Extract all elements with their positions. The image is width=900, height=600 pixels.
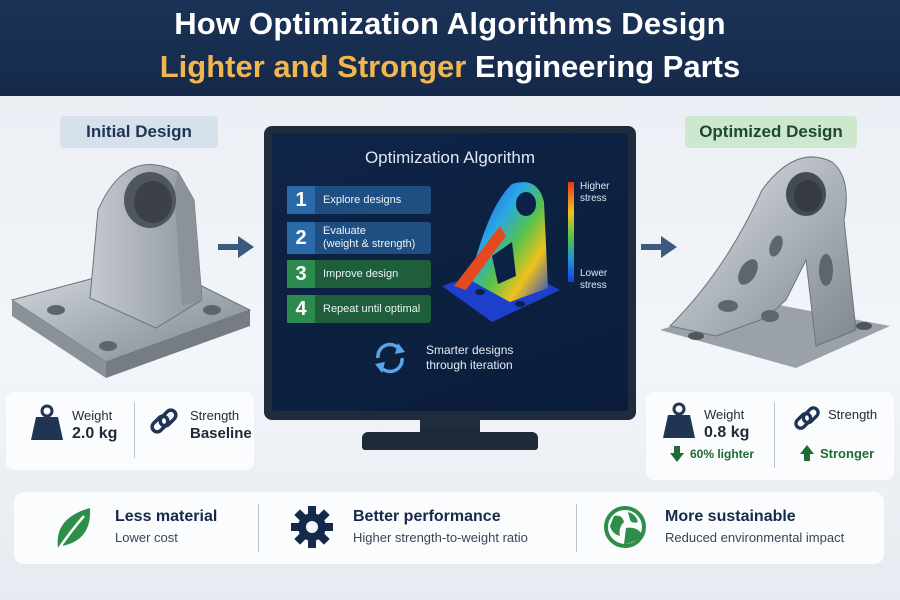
stress-heatmap-part [442, 182, 560, 322]
weight-icon [663, 402, 695, 438]
title-line-2: Lighter and Stronger Engineering Parts [0, 49, 900, 85]
benefit-subtitle: Higher strength-to-weight ratio [353, 530, 528, 545]
benefit-subtitle: Reduced environmental impact [665, 530, 845, 545]
initial-weight-label: Weight [72, 408, 113, 423]
initial-strength-label: Strength [190, 408, 240, 423]
step-number: 3 [287, 260, 315, 288]
benefit-title: More sustainable [665, 508, 796, 525]
step-2: 2 Evaluate(weight & strength) [287, 222, 431, 254]
algorithm-title: Optimization Algorithm [364, 148, 536, 167]
step-3: 3 Improve design [287, 260, 431, 288]
step-label: Explore designs [323, 193, 402, 206]
title-highlight: Lighter and Stronger [159, 49, 467, 84]
optimized-bracket-illustration [660, 156, 890, 368]
globe-icon [604, 506, 646, 548]
weight-icon [31, 404, 63, 440]
benefits-bar [14, 492, 884, 564]
initial-bracket-illustration [10, 164, 252, 378]
initial-design-label: Initial Design [60, 116, 218, 148]
step-label-main: Evaluate [323, 225, 366, 237]
step-label: Evaluate(weight & strength) [315, 225, 415, 251]
step-4: 4 Repeat until optimal [287, 295, 431, 323]
step-1: 1 Explore designs [287, 186, 431, 214]
step-label: Improve design [323, 267, 399, 280]
benefit-subtitle: Lower cost [115, 530, 178, 545]
link-chain-icon [150, 408, 178, 434]
stat-divider [774, 402, 775, 468]
weight-reduction: 60% lighter [690, 447, 755, 461]
monitor-base [362, 432, 538, 450]
optimized-design-label: Optimized Design [685, 116, 857, 148]
initial-strength-value: Baseline [190, 425, 252, 442]
step-number: 2 [287, 222, 315, 254]
benefit-title: Better performance [353, 508, 501, 525]
optimized-weight-label: Weight [704, 407, 745, 422]
step-number: 1 [287, 186, 315, 214]
leaf-icon [56, 508, 91, 551]
step-label-detail: (weight & strength) [323, 238, 416, 250]
arrow-down-icon [670, 446, 684, 462]
stat-divider [134, 402, 135, 458]
benefit-title: Less material [115, 508, 218, 525]
benefit-divider [576, 504, 577, 552]
optimized-weight-value: 0.8 kg [704, 424, 750, 441]
header-banner: How Optimization Algorithms Design Light… [0, 0, 900, 96]
cycle-arrows-icon [375, 342, 405, 374]
stress-color-scale [568, 182, 574, 282]
arrow-up-icon [800, 445, 814, 461]
link-chain-icon [794, 406, 820, 430]
initial-weight-value: 2.0 kg [72, 425, 118, 442]
arrow-right-icon [641, 236, 677, 258]
step-label: Repeat until optimal [323, 302, 421, 315]
optimized-strength-label: Strength [828, 407, 878, 422]
gear-icon [291, 506, 333, 548]
strength-improvement: Stronger [820, 446, 875, 461]
step-number: 4 [287, 295, 315, 323]
benefit-divider [258, 504, 259, 552]
arrow-right-icon [218, 236, 254, 258]
title-line-1: How Optimization Algorithms Design [174, 6, 726, 41]
title-rest: Engineering Parts [466, 49, 741, 84]
